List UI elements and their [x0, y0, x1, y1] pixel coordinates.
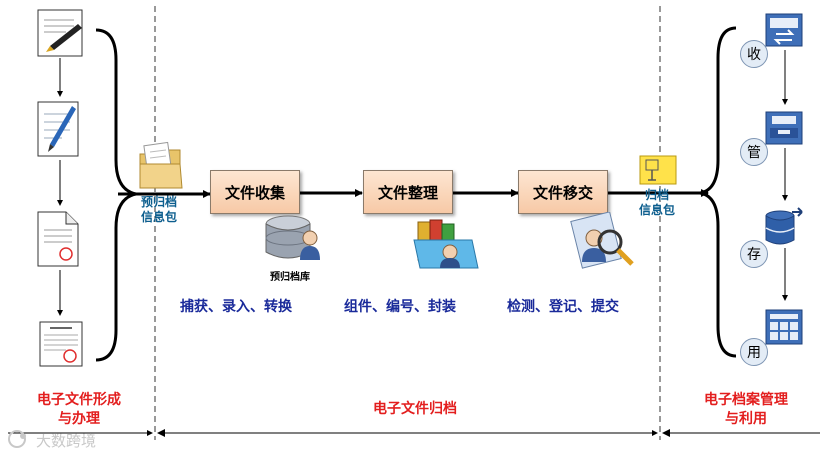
signing-document-icon — [37, 9, 83, 57]
archive-package-icon — [639, 155, 677, 185]
archive-package-label: 归档 信息包 — [638, 188, 675, 217]
stamped-document-icon — [37, 211, 79, 267]
pen-document-icon — [37, 101, 79, 157]
step-receive: 收 — [740, 40, 768, 68]
step-manage: 管 — [740, 138, 768, 166]
organize-actions-text: 组件、编号、封装 — [344, 299, 456, 315]
certificate-document-icon — [39, 321, 83, 367]
organize-books-icon — [413, 219, 479, 269]
step-store: 存 — [740, 240, 768, 268]
use-grid-icon — [765, 309, 803, 345]
right-brace — [699, 26, 737, 358]
folder-package-icon — [139, 141, 183, 189]
transfer-actions-text: 检测、登记、提交 — [507, 299, 619, 315]
step-use: 用 — [740, 338, 768, 366]
pre-archive-package-label: 预归档 信息包 — [140, 195, 177, 224]
receive-icon — [765, 13, 803, 47]
phase-management-label: 电子档案管理 与利用 — [704, 392, 788, 427]
transfer-process-box: 文件移交 — [518, 170, 608, 214]
collect-actions-text: 捕获、录入、转换 — [180, 299, 292, 315]
watermark-logo-icon — [8, 430, 26, 448]
storage-database-icon — [765, 207, 803, 245]
organize-process-box: 文件整理 — [363, 170, 453, 214]
inspection-icon — [570, 212, 634, 269]
watermark-text: 大数跨境 — [36, 432, 97, 450]
phase-archiving-label: 电子文件归档 — [373, 401, 457, 417]
pre-archive-database-label: 预归档库 — [270, 272, 310, 283]
database-user-icon — [265, 215, 320, 260]
phase-formation-label: 电子文件形成 与办理 — [37, 392, 121, 427]
collect-process-box: 文件收集 — [210, 170, 300, 214]
manage-tray-icon — [765, 111, 803, 145]
